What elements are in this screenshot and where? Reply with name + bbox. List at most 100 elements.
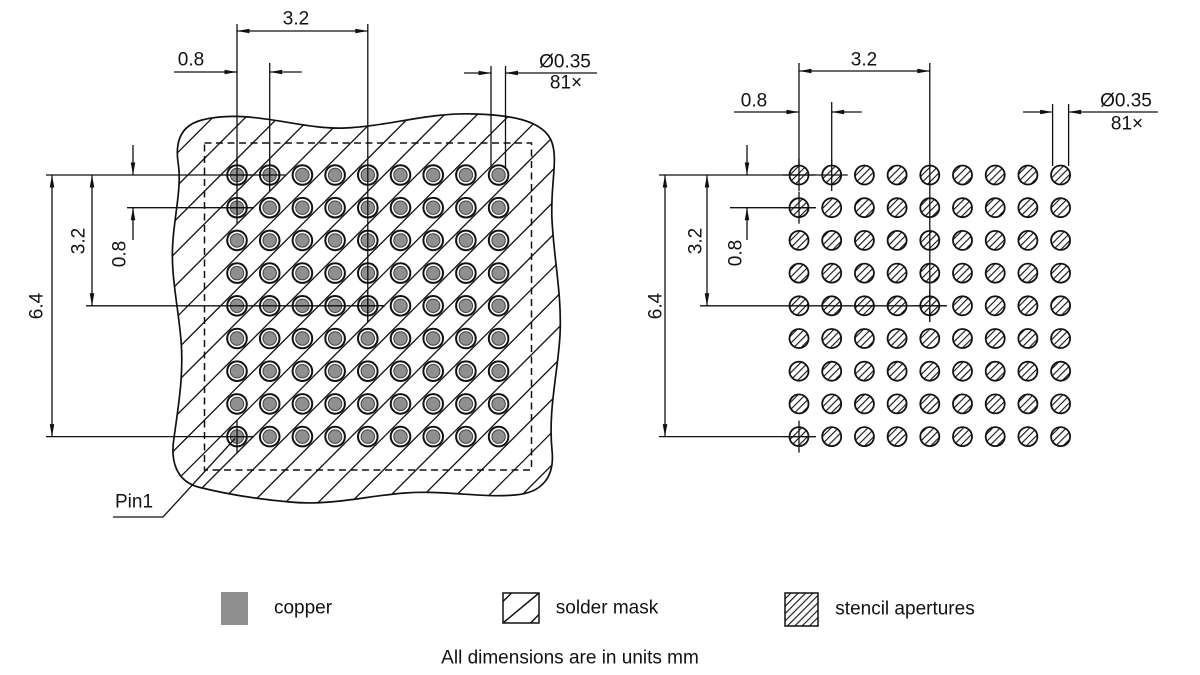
copper-pad <box>262 364 277 379</box>
copper-pad <box>458 265 474 281</box>
stencil-aperture <box>952 295 973 317</box>
right-dim-pitch-label: 0.8 <box>740 90 768 112</box>
stencil-aperture <box>1050 360 1071 382</box>
stencil-aperture <box>886 328 908 349</box>
solder-mask-hatch <box>172 113 561 503</box>
left-dim-diameter-label: Ø0.35 <box>539 51 591 73</box>
copper-pad <box>295 167 310 183</box>
copper-pad <box>262 233 277 248</box>
legend-stencil-label: stencil apertures <box>835 598 975 620</box>
legend-copper-swatch <box>221 592 248 625</box>
stencil-aperture <box>952 360 973 382</box>
stencil-aperture <box>1050 295 1071 317</box>
stencil-aperture <box>821 360 843 382</box>
stencil-aperture <box>854 164 875 186</box>
stencil-aperture <box>1050 197 1071 219</box>
stencil-aperture <box>919 328 941 349</box>
copper-pad <box>295 396 310 412</box>
stencil-aperture <box>854 197 875 219</box>
datum-crosshairs <box>221 159 946 453</box>
copper-pad <box>262 396 277 412</box>
stencil-aperture <box>886 229 908 251</box>
stencil-aperture <box>854 328 875 349</box>
copper-pad <box>262 200 277 215</box>
copper-pad <box>262 429 277 444</box>
left-dim-group-pitch-label: 3.2 <box>282 8 310 30</box>
copper-pad <box>327 167 343 183</box>
copper-pad <box>426 396 441 412</box>
stencil-aperture <box>1050 262 1071 284</box>
stencil-aperture <box>854 426 875 448</box>
stencil-aperture <box>984 295 1006 317</box>
copper-pad <box>393 233 408 248</box>
copper-pad <box>426 298 441 313</box>
copper-pad <box>327 233 343 248</box>
stencil-aperture <box>984 229 1006 251</box>
stencil-aperture <box>1017 426 1039 448</box>
legend-swatches <box>221 592 819 627</box>
copper-pad <box>229 396 245 412</box>
right-dim-diameter-label: Ø0.35 <box>1100 90 1152 112</box>
copper-pad <box>262 331 277 346</box>
copper-pad <box>426 331 441 346</box>
copper-pad <box>393 167 408 183</box>
copper-pad <box>426 265 441 281</box>
copper-pad <box>295 429 310 444</box>
left-dim-half-span-label: 3.2 <box>68 227 90 255</box>
right-dim-group-pitch-label: 3.2 <box>850 49 878 71</box>
stencil-aperture <box>854 393 875 415</box>
copper-pad <box>458 429 474 444</box>
stencil-aperture <box>952 197 973 219</box>
stencil-aperture <box>919 393 941 415</box>
copper-pad <box>426 167 441 183</box>
copper-pad <box>393 396 408 412</box>
stencil-aperture <box>984 197 1006 219</box>
copper-pad <box>327 200 343 215</box>
copper-pad <box>491 396 506 412</box>
stencil-aperture <box>821 197 843 219</box>
stencil-aperture <box>1017 197 1039 219</box>
stencil-aperture <box>952 328 973 349</box>
right-dim-row-pitch-label: 0.8 <box>725 239 747 267</box>
stencil-aperture <box>952 262 973 284</box>
stencil-aperture <box>1050 426 1071 448</box>
copper-pad <box>327 364 343 379</box>
copper-pad <box>426 233 441 248</box>
stencil-aperture <box>886 197 908 219</box>
stencil-aperture <box>854 360 875 382</box>
copper-pad <box>295 233 310 248</box>
left-dim-span-label: 6.4 <box>26 292 48 320</box>
left-view-dimension-lines <box>46 24 597 518</box>
copper-pad <box>327 429 343 444</box>
right-dim-count-label: 81× <box>1110 113 1144 135</box>
copper-pad <box>327 331 343 346</box>
copper-pad <box>360 364 375 379</box>
stencil-aperture <box>1017 360 1039 382</box>
stencil-aperture <box>919 360 941 382</box>
stencil-aperture <box>1017 262 1039 284</box>
legend-copper-label: copper <box>273 597 333 619</box>
stencil-aperture <box>952 393 973 415</box>
stencil-aperture <box>821 262 843 284</box>
copper-pad <box>393 364 408 379</box>
stencil-aperture <box>1050 328 1071 349</box>
copper-pad <box>458 396 474 412</box>
stencil-aperture <box>788 229 810 251</box>
copper-pad <box>458 298 474 313</box>
copper-pad <box>262 265 277 281</box>
copper-pad <box>458 167 474 183</box>
copper-pad <box>491 233 506 248</box>
copper-pad <box>295 364 310 379</box>
stencil-aperture <box>984 393 1006 415</box>
pin1-label: Pin1 <box>114 491 154 513</box>
copper-pad <box>458 364 474 379</box>
stencil-aperture <box>1050 164 1071 186</box>
copper-pad <box>491 364 506 379</box>
pin1-leader-line <box>113 438 236 518</box>
copper-pad <box>360 429 375 444</box>
left-dim-count-label: 81× <box>549 72 583 94</box>
stencil-aperture <box>984 360 1006 382</box>
copper-pad <box>229 265 245 281</box>
stencil-aperture-grid <box>788 164 1071 448</box>
